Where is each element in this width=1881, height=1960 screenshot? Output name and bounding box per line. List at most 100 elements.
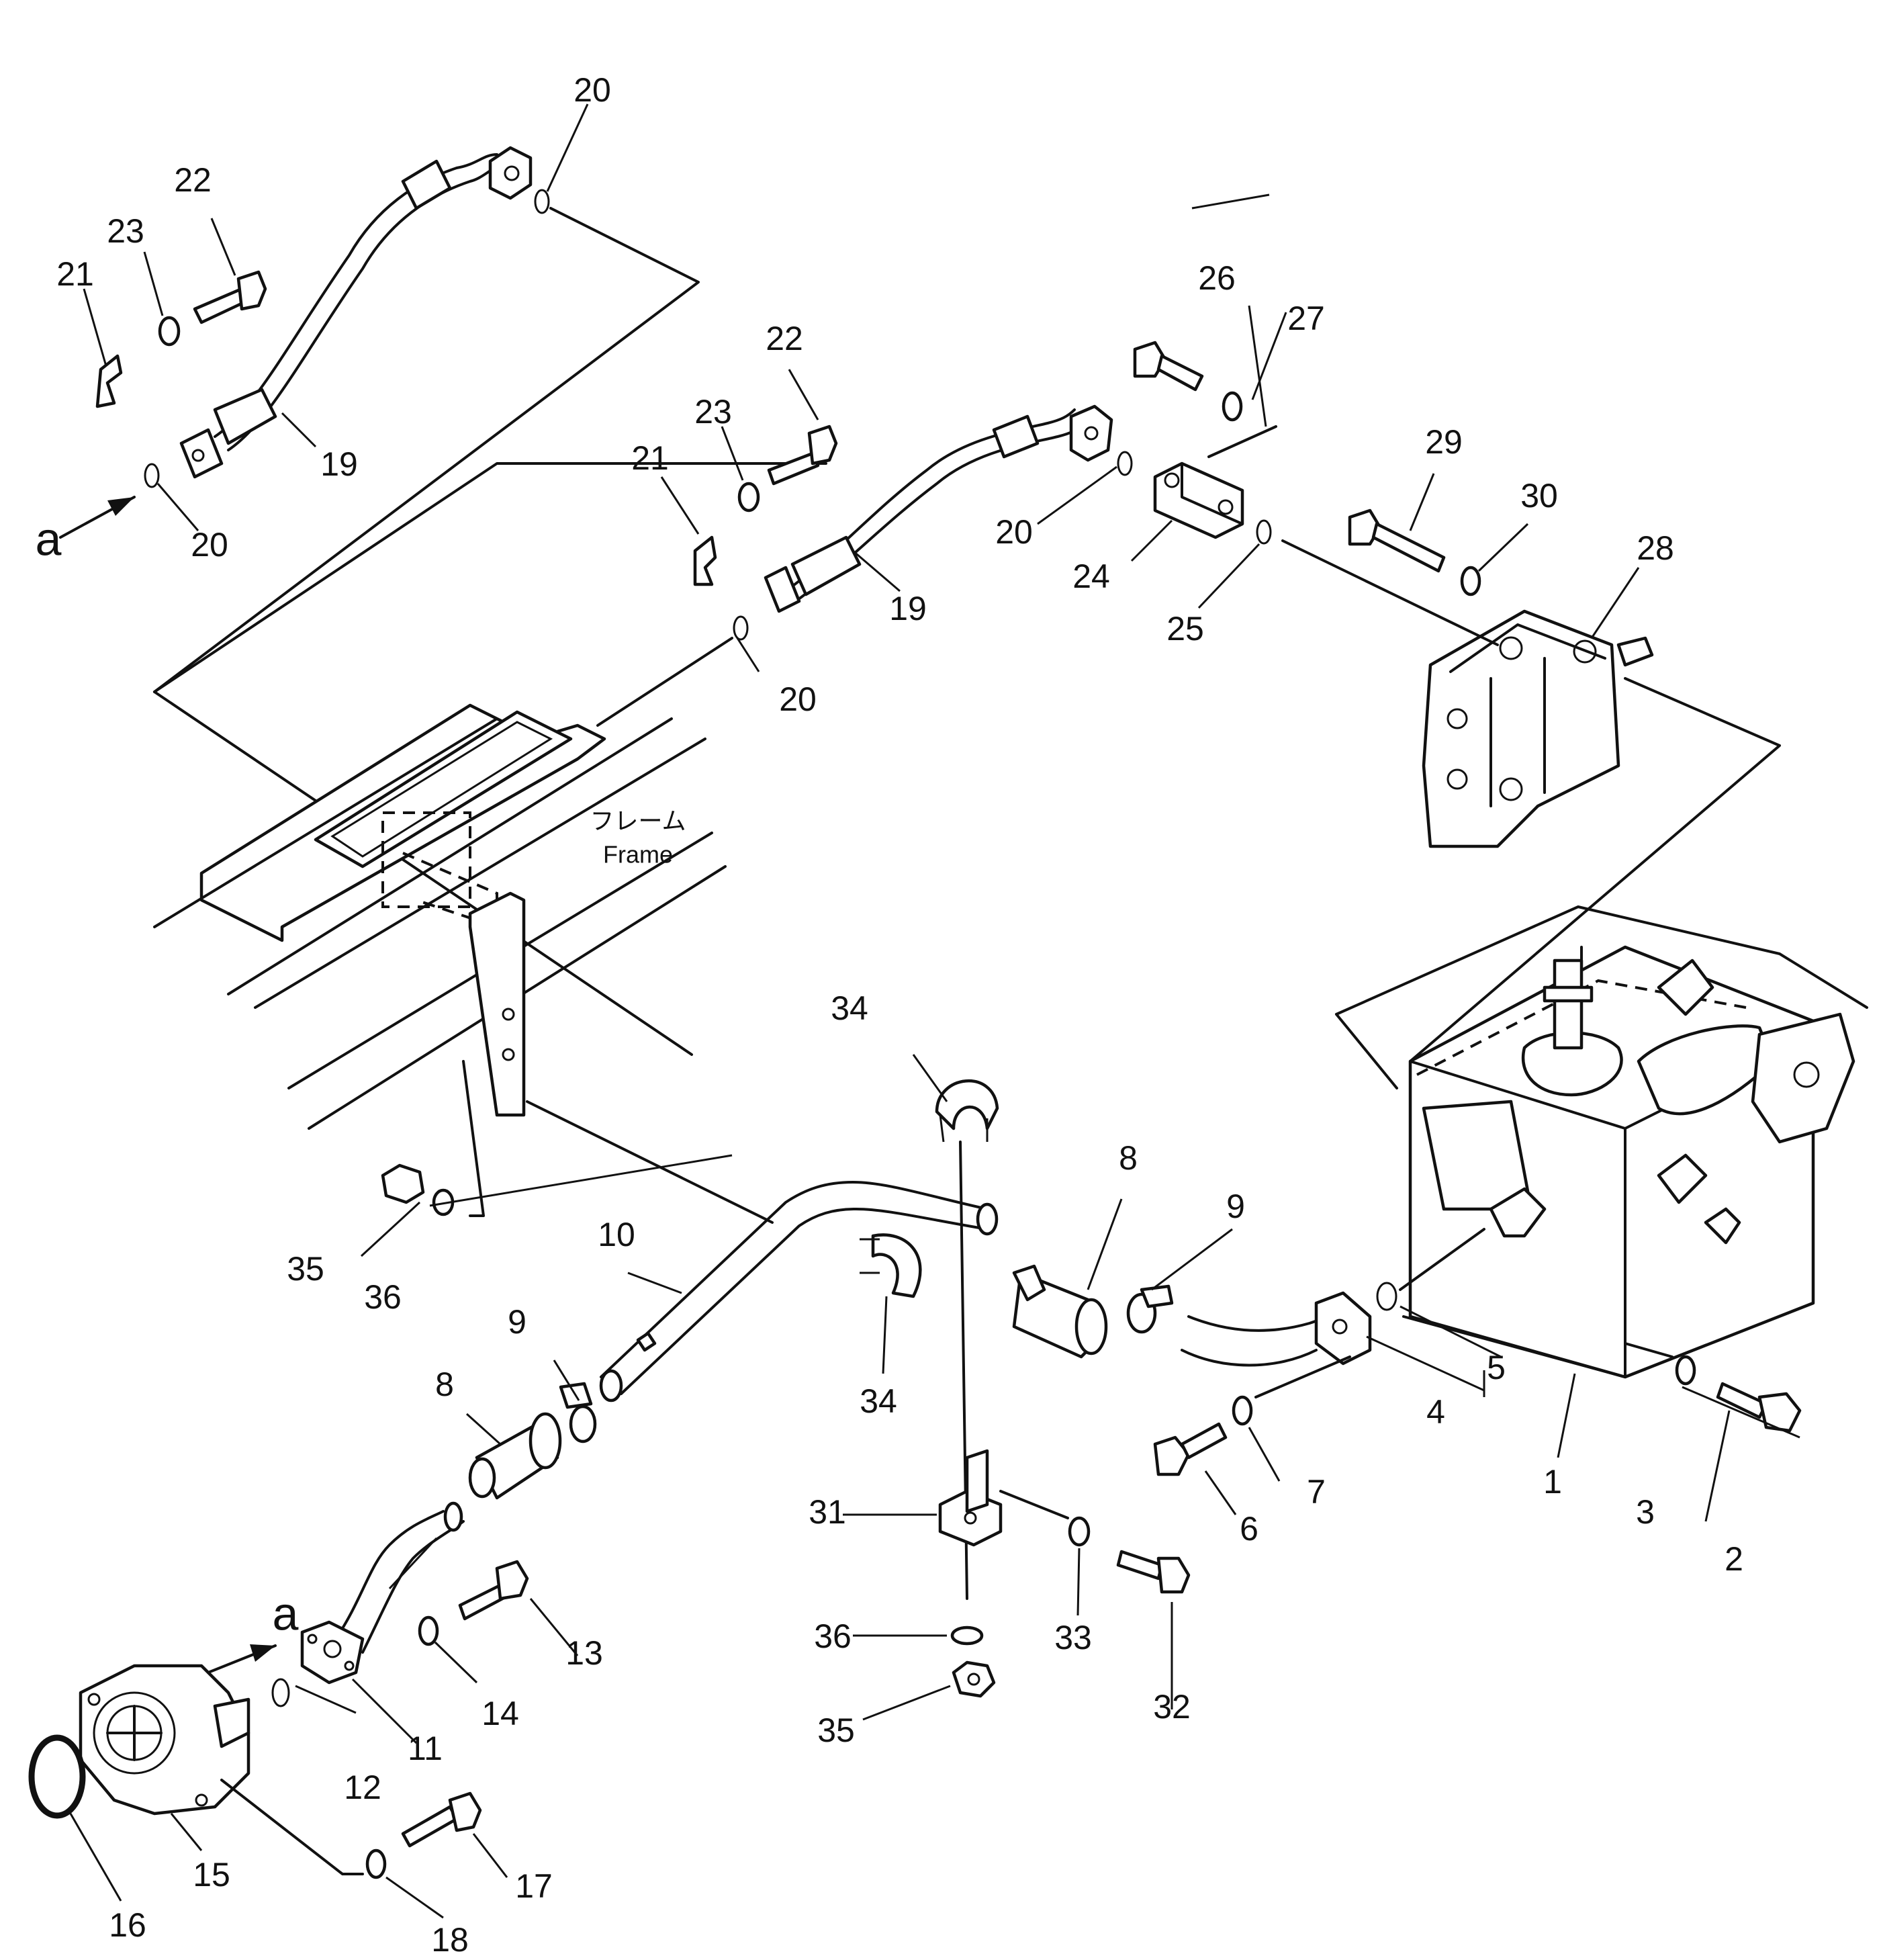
label-1: 1: [1543, 1463, 1562, 1501]
oring-upper-left-b: [534, 189, 550, 214]
oring-16: [28, 1734, 86, 1819]
label-22-top: 22: [174, 161, 212, 199]
label-35-bottom: 35: [817, 1711, 855, 1749]
label-23-top: 23: [107, 212, 144, 250]
label-28: 28: [1637, 529, 1674, 567]
washer-14: [418, 1615, 439, 1646]
clamp-9-left: [559, 1382, 597, 1443]
label-36-bottom: 36: [814, 1617, 852, 1655]
label-18: 18: [431, 1921, 469, 1959]
adapter-flange: [1153, 461, 1244, 539]
label-20-left: 20: [191, 526, 228, 564]
label-20-top: 20: [574, 71, 611, 109]
label-2: 2: [1725, 1540, 1743, 1578]
view-arrow-upper: [59, 496, 136, 539]
oring-25: [1256, 519, 1272, 545]
label-4: 4: [1426, 1393, 1445, 1431]
label-13: 13: [565, 1634, 603, 1672]
label-19-mid: 19: [889, 590, 927, 627]
bolt-32: [1116, 1550, 1191, 1594]
washer-33: [1068, 1516, 1091, 1547]
upper-left-hose: [179, 146, 533, 479]
label-20-mid-right: 20: [995, 513, 1033, 551]
label-17: 17: [515, 1867, 553, 1905]
clamp-upper-left: [95, 354, 123, 408]
washer-upper-left: [158, 316, 181, 347]
washer-30: [1460, 566, 1481, 596]
hydraulic-pump: [79, 1664, 250, 1816]
label-19-top: 19: [320, 445, 358, 483]
view-marker-upper: a: [36, 513, 62, 565]
label-22-mid: 22: [766, 320, 803, 357]
label-25: 25: [1166, 610, 1204, 648]
part-labels: 20 22 23 21 19 20 22 23 21 19 20 20 26 2…: [56, 71, 1743, 1959]
label-16: 16: [109, 1906, 146, 1944]
label-24: 24: [1072, 558, 1110, 595]
label-31: 31: [809, 1493, 846, 1531]
oring-12: [271, 1678, 290, 1707]
washer-middle: [737, 482, 760, 513]
pump-flange: [300, 1620, 365, 1685]
suction-tube: [599, 1181, 999, 1402]
label-23-mid: 23: [694, 393, 732, 431]
oring-5: [1376, 1282, 1397, 1311]
label-3: 3: [1636, 1493, 1655, 1531]
frame-label-jp: フレーム: [590, 807, 686, 835]
label-33: 33: [1054, 1619, 1092, 1656]
label-36-top: 36: [364, 1278, 402, 1316]
label-11: 11: [408, 1730, 443, 1767]
label-8-left: 8: [435, 1366, 454, 1403]
hydraulic-tank: [1335, 905, 1868, 1379]
washer-18: [365, 1848, 387, 1879]
clamp-middle: [693, 535, 717, 586]
label-12: 12: [344, 1769, 381, 1806]
clamp-9-right: [1126, 1284, 1174, 1334]
nut-35-lower: [952, 1660, 996, 1698]
washer-36-lower: [950, 1625, 984, 1646]
bolt-middle: [767, 425, 838, 486]
bolt-upper-left: [193, 270, 267, 324]
label-35-top: 35: [287, 1250, 324, 1288]
middle-hose: [764, 404, 1113, 613]
bolt-13: [458, 1560, 529, 1621]
label-6: 6: [1240, 1510, 1258, 1548]
view-marker-lower: a: [273, 1587, 299, 1640]
bolt-26: [1133, 341, 1204, 392]
label-34-bottom: 34: [860, 1382, 897, 1420]
bolt-17: [401, 1791, 482, 1848]
washer-7: [1232, 1395, 1253, 1426]
label-9-left: 9: [508, 1303, 526, 1341]
suction-hose-4: [1181, 1291, 1372, 1367]
label-9-right: 9: [1226, 1188, 1245, 1225]
washer-3: [1675, 1355, 1696, 1386]
control-valve: [1422, 609, 1654, 848]
label-20-mid-low: 20: [779, 680, 817, 718]
label-15: 15: [193, 1856, 230, 1894]
label-5: 5: [1487, 1349, 1506, 1386]
nut-35-upper: [381, 1163, 425, 1204]
label-30: 30: [1520, 477, 1558, 515]
frame-assembly: フレーム Frame: [153, 462, 827, 1224]
label-14: 14: [481, 1695, 519, 1732]
label-21-top: 21: [56, 255, 94, 293]
u-clamp-lower: [860, 1233, 922, 1298]
oring-middle-b: [1117, 451, 1133, 476]
pump-suction-hose: [334, 1501, 465, 1654]
washer-27: [1222, 391, 1243, 422]
label-34-top: 34: [831, 989, 868, 1027]
oring-middle-a: [733, 615, 749, 641]
label-10: 10: [598, 1216, 635, 1253]
hose-8-left: [468, 1412, 562, 1500]
label-32: 32: [1153, 1688, 1191, 1726]
bolt-6: [1153, 1422, 1228, 1476]
label-8-right: 8: [1119, 1139, 1138, 1177]
label-21-mid: 21: [631, 439, 669, 477]
bolt-29: [1348, 508, 1446, 573]
view-arrow-lower: [207, 1644, 277, 1674]
label-26: 26: [1198, 259, 1236, 297]
oring-upper-left-a: [144, 463, 160, 488]
u-clamp-upper: [935, 1079, 999, 1143]
label-29: 29: [1425, 423, 1463, 461]
support-bracket: [938, 1449, 1003, 1547]
